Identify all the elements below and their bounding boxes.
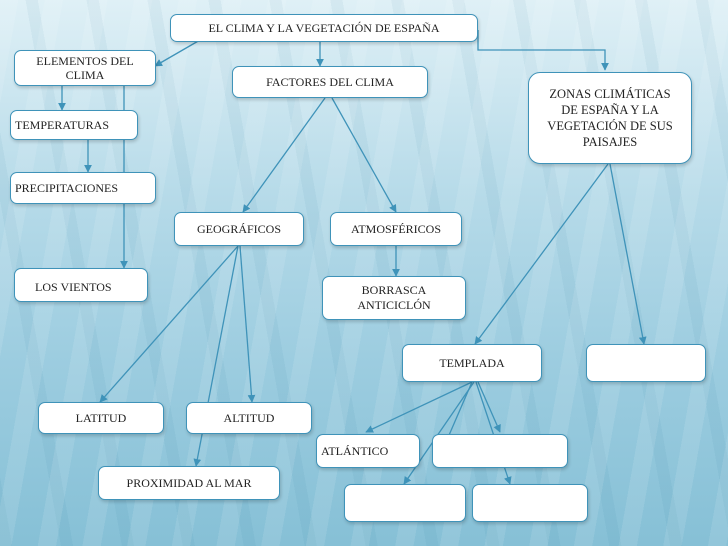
node-temperaturas-label: TEMPERATURAS	[15, 118, 110, 132]
node-borrasca-label: BORRASCA ANTICICLÓN	[357, 283, 431, 312]
link-templada-atlantico	[365, 381, 473, 433]
node-proximidad: PROXIMIDAD AL MAR	[98, 466, 280, 500]
link-title-elementos	[154, 39, 201, 67]
link-zonas-vacia	[609, 163, 647, 345]
node-clima-vacio-1	[432, 434, 568, 468]
node-zonas-label: ZONAS CLIMÁTICAS DE ESPAÑA Y LA VEGETACI…	[547, 87, 673, 149]
node-geograficos-label: GEOGRÁFICOS	[196, 222, 281, 236]
node-title: EL CLIMA Y LA VEGETACIÓN DE ESPAÑA	[170, 14, 478, 42]
node-latitud-label: LATITUD	[75, 411, 127, 425]
link-geograficos-altitud	[239, 245, 256, 403]
link-templada-vacio-4	[477, 381, 501, 433]
node-precipitaciones: PRECIPITACIONES	[10, 172, 156, 204]
link-templada-vacio-3	[475, 381, 512, 485]
node-factores: FACTORES DEL CLIMA	[232, 66, 428, 98]
node-latitud: LATITUD	[38, 402, 164, 434]
node-atlantico: ATLÁNTICO	[316, 434, 420, 468]
node-elementos-label: ELEMENTOS DEL CLIMA	[36, 54, 134, 82]
node-atlantico-label: ATLÁNTICO	[321, 444, 389, 458]
link-zonas-templada	[474, 163, 609, 345]
node-templada-label: TEMPLADA	[439, 356, 505, 370]
link-factores-atmosfericos	[331, 97, 397, 213]
node-altitud-label: ALTITUD	[223, 411, 275, 425]
node-atmosfericos-label: ATMOSFÉRICOS	[350, 222, 442, 236]
node-altitud: ALTITUD	[186, 402, 312, 434]
node-factores-label: FACTORES DEL CLIMA	[266, 75, 394, 89]
link-factores-geograficos	[242, 97, 326, 213]
node-clima-vacio-2	[344, 484, 466, 522]
node-geograficos: GEOGRÁFICOS	[174, 212, 304, 246]
node-borrasca: BORRASCA ANTICICLÓN	[322, 276, 466, 320]
node-proximidad-label: PROXIMIDAD AL MAR	[126, 476, 252, 490]
node-clima-vacio-3	[472, 484, 588, 522]
node-templada: TEMPLADA	[402, 344, 542, 382]
link-title-zonas	[477, 30, 609, 71]
node-vientos: LOS VIENTOS	[14, 268, 148, 302]
node-zonas: ZONAS CLIMÁTICAS DE ESPAÑA Y LA VEGETACI…	[528, 72, 692, 164]
node-vientos-label: LOS VIENTOS	[35, 280, 112, 294]
node-zona-vacia	[586, 344, 706, 382]
node-elementos: ELEMENTOS DEL CLIMA	[14, 50, 156, 86]
node-temperaturas: TEMPERATURAS	[10, 110, 138, 140]
node-atmosfericos: ATMOSFÉRICOS	[330, 212, 462, 246]
link-geograficos-latitud	[99, 245, 239, 403]
node-precipitaciones-label: PRECIPITACIONES	[15, 181, 119, 195]
node-title-label: EL CLIMA Y LA VEGETACIÓN DE ESPAÑA	[208, 21, 440, 35]
